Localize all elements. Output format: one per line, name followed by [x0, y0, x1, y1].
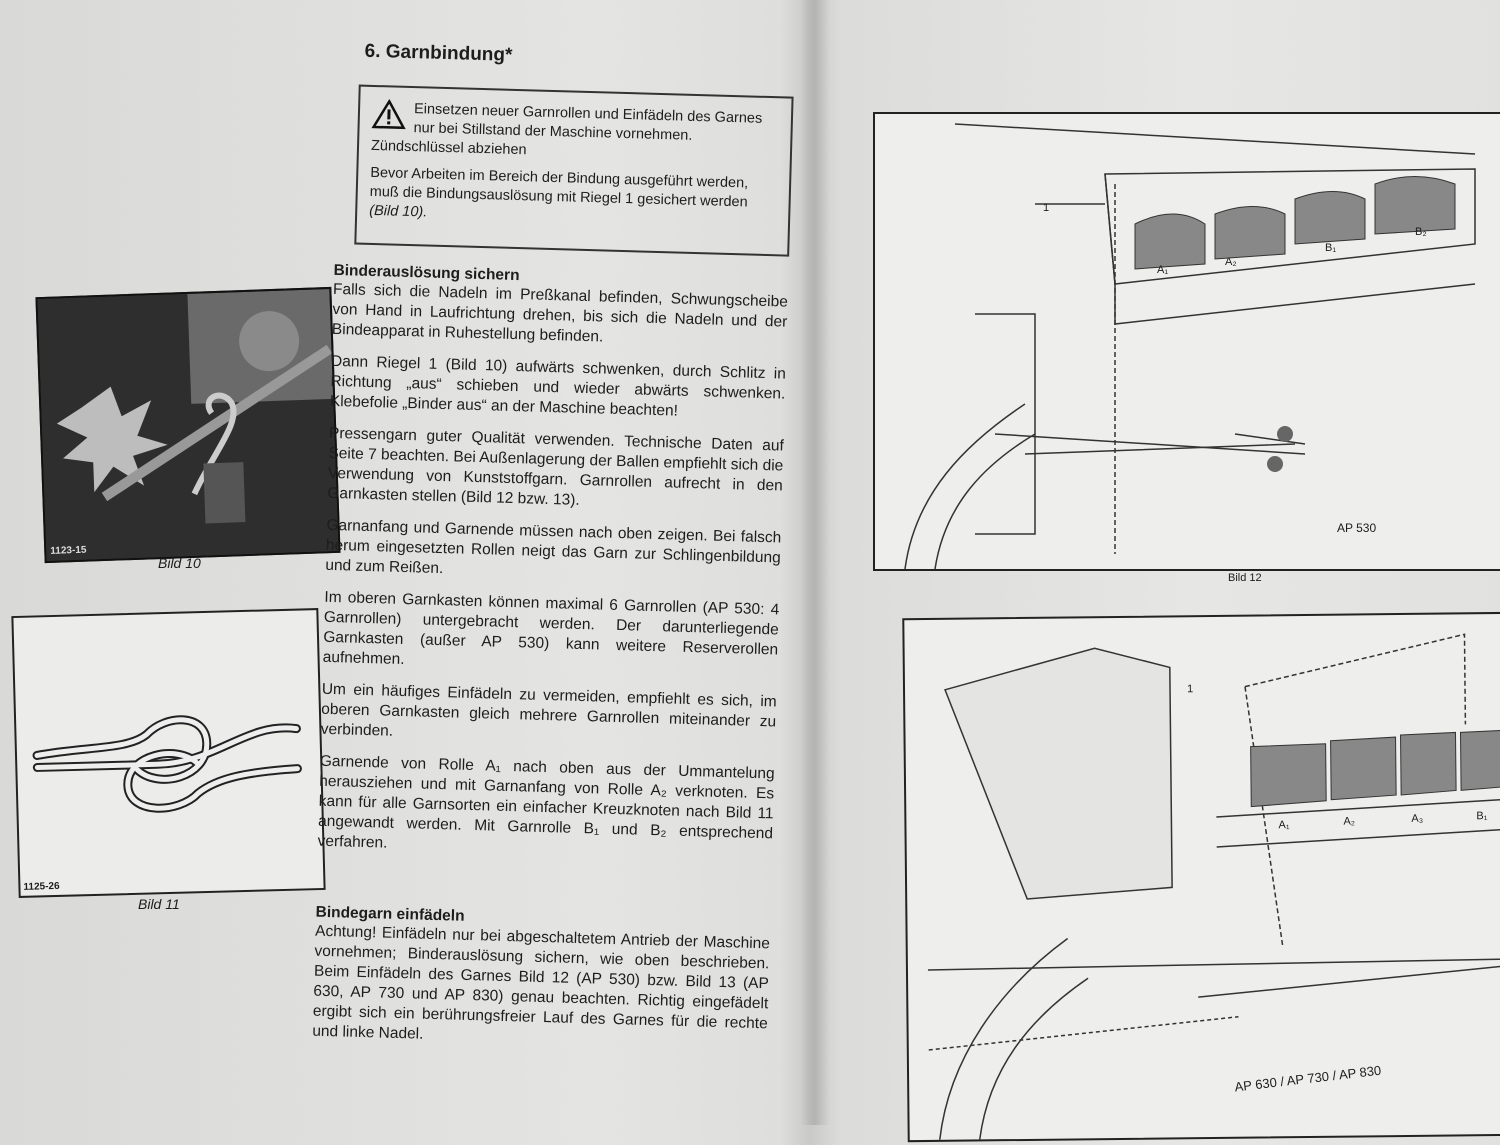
figure-bild-13: 1 A₁ A₂ A₃ B₁ AP 630 / AP 730 / AP 830: [902, 611, 1500, 1143]
twine-box-diagram-ap630-730-830: [927, 633, 1500, 1140]
paragraph: Falls sich die Nadeln im Preßkanal befin…: [331, 280, 789, 346]
part-label: A₁: [1278, 819, 1290, 832]
part-label: 1: [1043, 202, 1050, 214]
paragraph: Achtung! Einfädeln nur bei abgeschaltete…: [312, 922, 771, 1043]
model-label: AP 530: [1337, 521, 1377, 535]
part-label: A₁: [1157, 264, 1169, 276]
part-label: A₂: [1225, 256, 1237, 268]
figure-caption: Bild 11: [138, 896, 180, 912]
figure-bild-11: 1125-26: [11, 608, 326, 898]
part-label: A₃: [1411, 812, 1424, 825]
figure-code: 1125-26: [23, 880, 60, 893]
paragraph: Im oberen Garnkasten können maximal 6 Ga…: [322, 588, 780, 669]
part-label: B₂: [1415, 226, 1427, 238]
part-label: 1: [1186, 683, 1194, 696]
warning-box: Einsetzen neuer Garnrollen und Einfädeln…: [354, 84, 794, 257]
figure-reference: (Bild 10).: [369, 202, 428, 221]
book-spine: [800, 0, 830, 1125]
machine-photo-illustration: [37, 288, 339, 562]
part-label: B₁: [1325, 242, 1337, 254]
part-label: B₁: [1476, 810, 1488, 823]
paragraph: Garnanfang und Garnende müssen nach oben…: [325, 516, 782, 578]
figure-bild-12: 1 A₁ A₂ B₁ B₂ AP 530: [873, 112, 1500, 571]
square-knot-illustration: [32, 715, 302, 813]
twine-box-diagram-ap530: [904, 123, 1476, 570]
warning-triangle-icon: [371, 98, 406, 136]
figure-bild-10: 1123-15: [35, 286, 341, 564]
paragraph: Garnende von Rolle A₁ nach oben aus der …: [317, 752, 775, 852]
part-label: A₂: [1343, 815, 1356, 828]
figure-caption: Bild 12: [1228, 572, 1262, 584]
warning-text: Einsetzen neuer Garnrollen und Einfädeln…: [370, 101, 763, 159]
paragraph: Um ein häufiges Einfädeln zu vermeiden, …: [320, 680, 777, 740]
paragraph: Dann Riegel 1 (Bild 10) aufwärts schwenk…: [329, 352, 787, 420]
paragraph: Pressengarn guter Qualität verwenden. Te…: [327, 424, 785, 509]
figure-caption: Bild 10: [158, 555, 201, 571]
figure-code: 1123-15: [50, 544, 87, 557]
text-column: 6. Garnbindung* Einsetzen neuer Garnroll…: [312, 40, 795, 1066]
